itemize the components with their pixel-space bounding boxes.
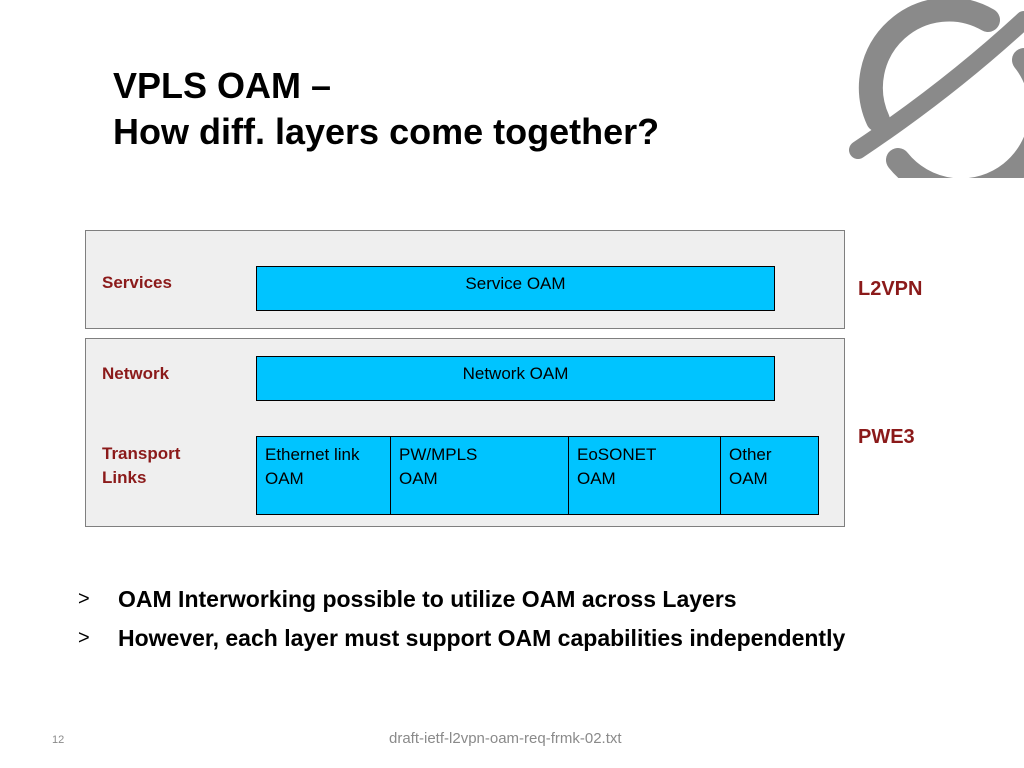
cell-line-1: EoSONET xyxy=(577,445,657,464)
title-line-1: VPLS OAM – xyxy=(113,65,332,106)
cell-line-2: OAM xyxy=(729,469,768,488)
transport-label-line-1: Transport xyxy=(102,444,181,463)
pw-mpls-oam-cell: PW/MPLS OAM xyxy=(390,436,569,515)
transport-label-line-2: Links xyxy=(102,468,147,487)
pwe3-label: PWE3 xyxy=(858,426,915,448)
cell-line-1: Ethernet link xyxy=(265,445,360,464)
transport-links-label: Transport Links xyxy=(102,442,180,490)
other-oam-cell: Other OAM xyxy=(720,436,819,515)
ethernet-link-oam-cell: Ethernet link OAM xyxy=(256,436,391,515)
cell-line-1: PW/MPLS xyxy=(399,445,478,464)
pwe3-panel: Network Network OAM Transport Links Ethe… xyxy=(85,338,845,527)
l2vpn-label: L2VPN xyxy=(858,278,923,300)
network-label: Network xyxy=(102,364,170,383)
bullet-item: > OAM Interworking possible to utilize O… xyxy=(78,585,938,614)
services-label: Services xyxy=(102,273,172,292)
bullet-text: However, each layer must support OAM cap… xyxy=(118,625,846,651)
eosonet-oam-cell: EoSONET OAM xyxy=(568,436,721,515)
service-oam-box: Service OAM xyxy=(256,266,775,311)
bullet-marker: > xyxy=(78,588,90,610)
globe-logo-icon xyxy=(849,0,1024,178)
title-line-2: How diff. layers come together? xyxy=(113,111,660,152)
cell-line-2: OAM xyxy=(399,469,438,488)
l2vpn-panel: Services Service OAM xyxy=(85,230,845,329)
cell-line-1: Other xyxy=(729,445,772,464)
cell-line-2: OAM xyxy=(577,469,616,488)
bullet-text: OAM Interworking possible to utilize OAM… xyxy=(118,586,737,612)
footer-filename: draft-ietf-l2vpn-oam-req-frmk-02.txt xyxy=(389,730,622,747)
bullet-item: > However, each layer must support OAM c… xyxy=(78,624,938,653)
page-title: VPLS OAM – How diff. layers come togethe… xyxy=(113,63,659,155)
bullet-marker: > xyxy=(78,627,90,649)
network-oam-box: Network OAM xyxy=(256,356,775,401)
slide-number: 12 xyxy=(52,734,65,746)
cell-line-2: OAM xyxy=(265,469,304,488)
bullet-list: > OAM Interworking possible to utilize O… xyxy=(78,585,938,663)
